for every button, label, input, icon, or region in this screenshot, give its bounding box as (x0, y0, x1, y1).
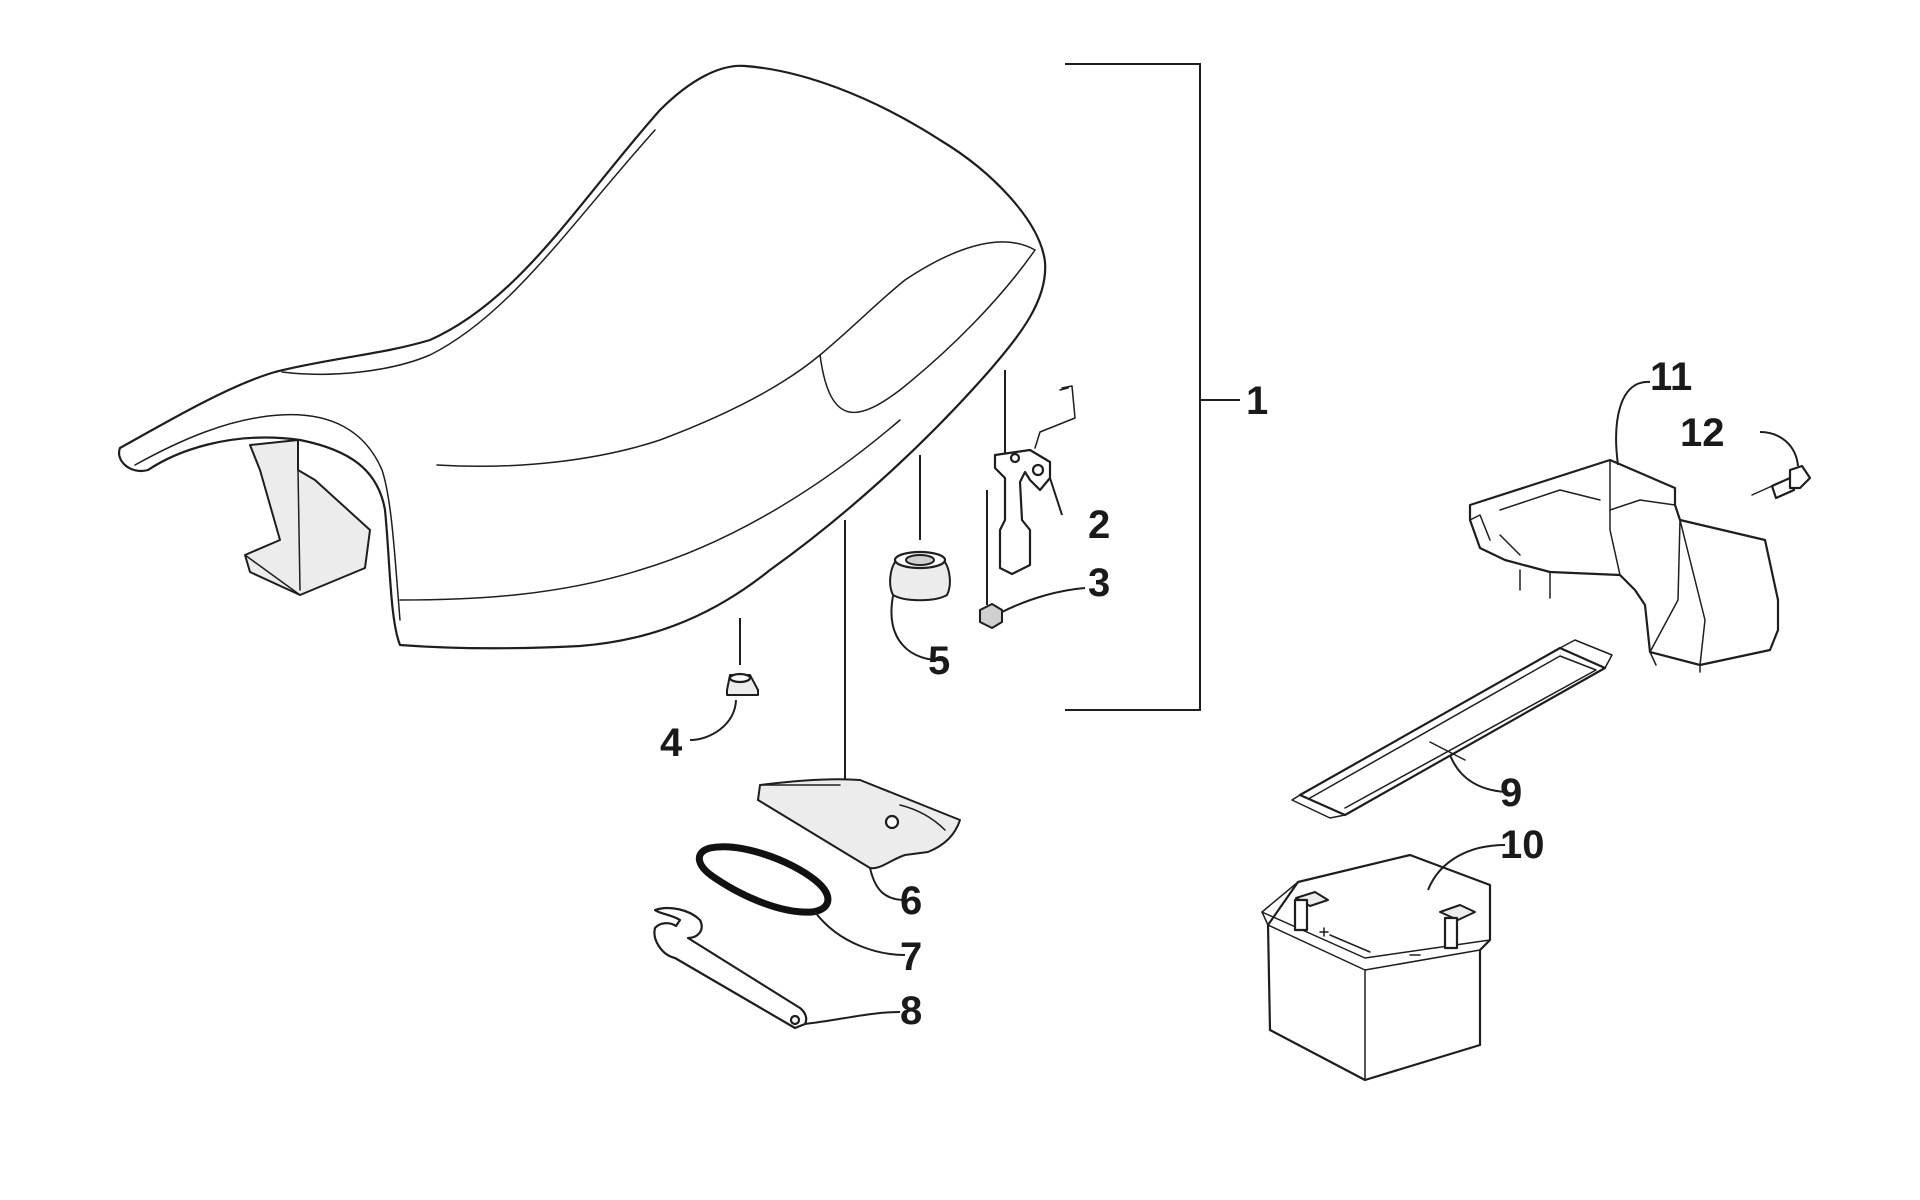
callout-7: 7 (900, 935, 922, 979)
battery-strap (1291, 639, 1613, 819)
callout-4: 4 (660, 721, 683, 765)
callout-10: 10 (1500, 823, 1545, 867)
callout-12: 12 (1680, 411, 1725, 455)
callout-2: 2 (1088, 503, 1110, 547)
callout-8: 8 (900, 989, 922, 1033)
battery (1261, 844, 1506, 1082)
bumper-large (889, 455, 951, 662)
assembly-bracket (1065, 63, 1240, 711)
bumper-small (689, 618, 759, 741)
callout-9: 9 (1500, 771, 1522, 815)
storage-tray (757, 520, 961, 901)
callout-11: 11 (1650, 355, 1692, 399)
seat-latch (986, 370, 1076, 605)
callout-1: 1 (1246, 379, 1268, 423)
latch-nut (979, 587, 1086, 629)
o-ring-seal (695, 843, 906, 956)
bolt (1751, 431, 1812, 500)
callout-6: 6 (900, 879, 922, 923)
callout-5: 5 (928, 639, 950, 683)
callout-labels: 1 2 3 4 5 6 7 8 9 10 11 12 (660, 355, 1725, 1033)
battery-box (1468, 380, 1780, 673)
seat-assembly (117, 64, 1047, 650)
callout-3: 3 (1088, 561, 1110, 605)
spanner-wrench (653, 906, 901, 1030)
